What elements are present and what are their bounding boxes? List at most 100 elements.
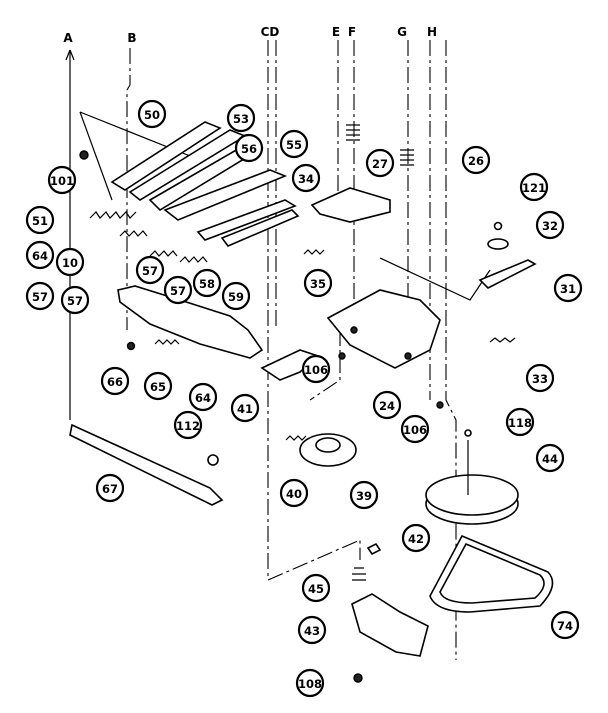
bracket-34 xyxy=(310,187,391,223)
part-bubble-121: 121 xyxy=(519,172,549,202)
column-label-cd: CD xyxy=(261,25,280,39)
part-bubble-43: 43 xyxy=(297,615,327,645)
part-bubble-41: 41 xyxy=(230,393,260,423)
part-number: 64 xyxy=(195,391,211,405)
part-number: 26 xyxy=(468,154,484,168)
column-line-h2 xyxy=(445,40,457,660)
lever-59 xyxy=(220,209,300,247)
column-label-e: E xyxy=(332,25,340,39)
screw-66 xyxy=(126,341,136,351)
part-bubble-118: 118 xyxy=(505,407,535,437)
part-bubble-66: 66 xyxy=(100,366,130,396)
part-bubble-26: 26 xyxy=(461,145,491,175)
part-bubble-42: 42 xyxy=(401,523,431,553)
belt-74-inner xyxy=(439,542,545,604)
part-number: 43 xyxy=(304,624,320,638)
clip-112 xyxy=(207,454,219,466)
spring-33 xyxy=(489,337,516,343)
part-number: 44 xyxy=(542,452,558,466)
column-line-b xyxy=(126,48,131,330)
flywheel-44 xyxy=(425,474,519,516)
screw-g xyxy=(404,352,412,360)
part-bubble-50: 50 xyxy=(137,99,167,129)
screw-101 xyxy=(79,150,89,160)
column-label-b: B xyxy=(127,31,136,45)
part-number: 33 xyxy=(532,372,548,386)
part-number: 58 xyxy=(199,277,215,291)
part-bubble-34: 34 xyxy=(291,163,321,193)
part-number: 59 xyxy=(228,290,244,304)
part-bubble-58: 58 xyxy=(192,268,222,298)
leader-101b xyxy=(79,111,113,201)
screw-108 xyxy=(353,673,363,683)
washer-121 xyxy=(493,221,503,231)
part-number: 66 xyxy=(107,375,123,389)
pulley-39-hub xyxy=(315,437,341,453)
part-number: 50 xyxy=(144,108,160,122)
part-number: 57 xyxy=(170,284,186,298)
part-bubble-106: 106 xyxy=(400,414,430,444)
part-number: 35 xyxy=(310,277,326,291)
column-label-h: H xyxy=(427,25,437,39)
spring-45 xyxy=(352,567,366,581)
leader-41 xyxy=(309,330,341,401)
part-number: 57 xyxy=(67,294,83,308)
part-bubble-45: 45 xyxy=(301,573,331,603)
screw-f xyxy=(350,326,358,334)
part-bubble-56: 56 xyxy=(234,133,264,163)
bracket-31 xyxy=(478,259,537,289)
part-bubble-10: 10 xyxy=(55,247,85,277)
part-bubble-74: 74 xyxy=(550,610,580,640)
part-number: 106 xyxy=(304,363,328,377)
lever-57 xyxy=(196,199,297,241)
part-number: 53 xyxy=(233,112,249,126)
column-label-g: G xyxy=(397,25,407,39)
part-number: 57 xyxy=(32,290,48,304)
part-number: 41 xyxy=(237,402,253,416)
bracket-43 xyxy=(351,593,429,657)
part-bubble-101: 101 xyxy=(47,165,77,195)
part-bubble-65: 65 xyxy=(143,371,173,401)
pin-42 xyxy=(366,542,382,556)
part-bubble-59: 59 xyxy=(221,281,251,311)
part-bubble-64: 64 xyxy=(188,382,218,412)
part-bubble-57: 57 xyxy=(25,281,55,311)
part-number: 57 xyxy=(142,264,158,278)
spring-51 xyxy=(89,211,137,219)
part-number: 67 xyxy=(102,482,118,496)
part-bubble-44: 44 xyxy=(535,443,565,473)
arrow-head-a xyxy=(65,49,75,61)
part-number: 64 xyxy=(32,249,48,263)
screw-106b xyxy=(436,401,444,409)
column-line-c xyxy=(267,40,361,581)
part-number: 40 xyxy=(286,487,302,501)
part-number: 101 xyxy=(50,174,74,188)
part-number: 118 xyxy=(508,416,532,430)
part-bubble-24: 24 xyxy=(372,390,402,420)
washer-32 xyxy=(487,238,509,250)
part-bubble-40: 40 xyxy=(279,478,309,508)
spring-26 xyxy=(400,149,414,166)
column-label-a: A xyxy=(63,31,73,45)
part-bubble-35: 35 xyxy=(303,268,333,298)
part-bubble-55: 55 xyxy=(279,129,309,159)
spring-27 xyxy=(346,124,360,141)
part-bubble-108: 108 xyxy=(295,668,325,698)
spring-35 xyxy=(303,249,325,255)
part-bubble-39: 39 xyxy=(349,480,379,510)
rail-50 xyxy=(110,121,222,191)
part-number: 55 xyxy=(286,138,302,152)
part-bubble-57: 57 xyxy=(60,285,90,315)
spring-57b xyxy=(179,256,208,263)
part-bubble-27: 27 xyxy=(365,148,395,178)
part-bubble-112: 112 xyxy=(173,410,203,440)
part-number: 106 xyxy=(403,423,427,437)
part-number: 112 xyxy=(176,419,200,433)
part-number: 24 xyxy=(379,399,395,413)
washer-118 xyxy=(464,429,472,437)
part-number: 121 xyxy=(522,181,546,195)
part-bubble-51: 51 xyxy=(25,205,55,235)
part-number: 32 xyxy=(542,219,558,233)
